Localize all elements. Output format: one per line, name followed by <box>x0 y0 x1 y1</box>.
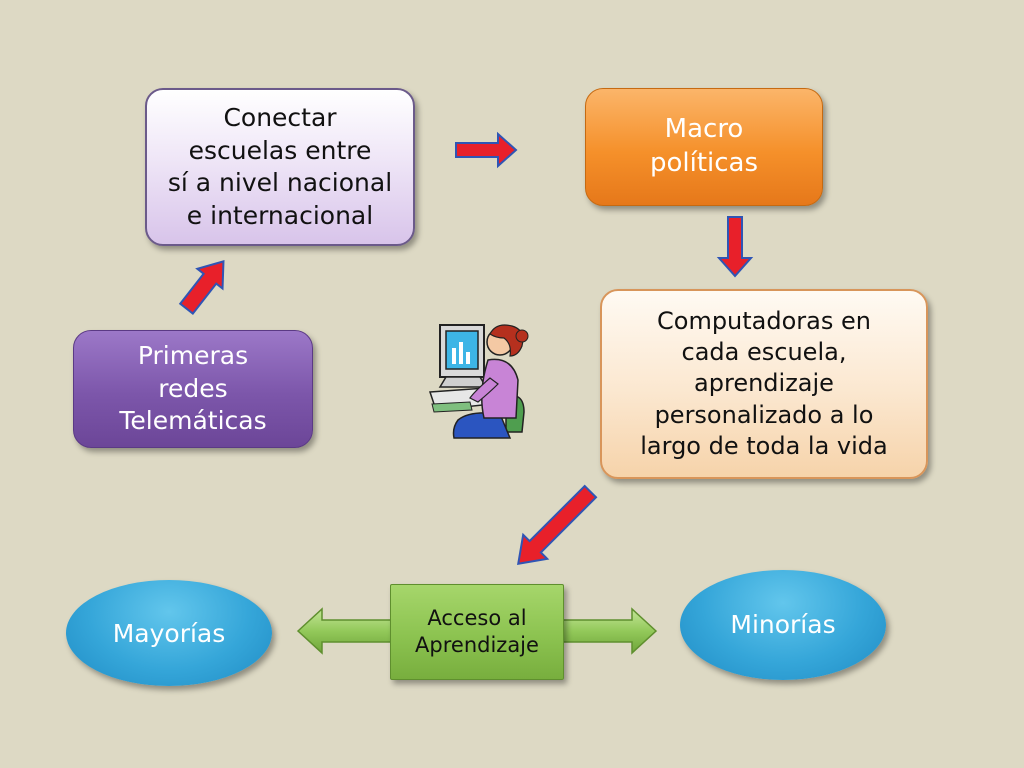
node-conectar-escuelas: Conectar escuelas entre sí a nivel nacio… <box>145 88 415 246</box>
arrow-macro-to-computadoras <box>716 216 754 278</box>
node-computadoras-label: Computadoras en cada escuela, aprendizaj… <box>640 307 888 460</box>
arrow-conectar-to-macro <box>455 131 518 169</box>
node-primeras-label: Primeras redes Telemáticas <box>119 341 267 436</box>
woman-at-computer-clipart-icon <box>428 324 529 439</box>
node-mayorias: Mayorías <box>66 580 272 686</box>
node-minorias-label: Minorías <box>730 610 836 639</box>
arrow-primeras-to-conectar <box>178 260 225 315</box>
arrow-computadoras-to-acceso <box>517 484 598 565</box>
node-conectar-label: Conectar escuelas entre sí a nivel nacio… <box>167 103 393 230</box>
node-computadoras: Computadoras en cada escuela, aprendizaj… <box>600 289 928 479</box>
node-macro-politicas: Macro políticas <box>585 88 823 206</box>
node-mayorias-label: Mayorías <box>112 618 226 648</box>
node-primeras-redes: Primeras redes Telemáticas <box>73 330 313 448</box>
node-acceso-aprendizaje: Acceso al Aprendizaje <box>390 584 564 680</box>
node-minorias: Minorías <box>680 570 886 680</box>
node-macro-label: Macro políticas <box>649 114 759 178</box>
node-acceso-label: Acceso al Aprendizaje <box>415 605 539 657</box>
